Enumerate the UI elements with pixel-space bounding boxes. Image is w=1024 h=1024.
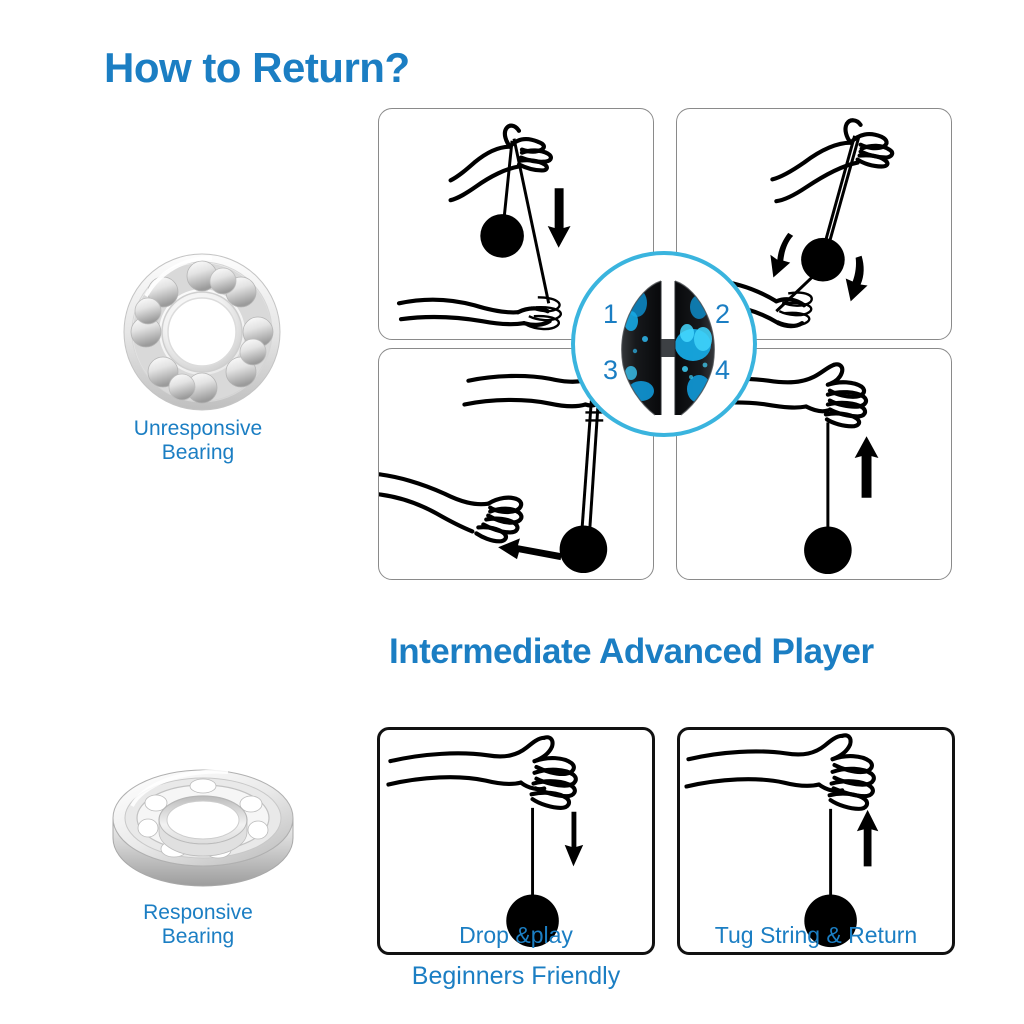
yoyo-butterfly-icon [621, 280, 715, 416]
center-yoyo-badge: 1 2 3 4 [571, 251, 757, 437]
ball-bearing-angled-icon [108, 748, 298, 900]
step-panel-4 [676, 348, 952, 580]
section-title-intermediate-advanced-player: Intermediate Advanced Player [389, 632, 874, 671]
beginner-panel-drop [377, 727, 655, 955]
bearing-label-line2: Bearing [161, 925, 235, 949]
hand-yoyo-pull-string-icon [379, 373, 608, 574]
hand-yoyo-throw-down-icon [396, 123, 571, 331]
caption-tug-string-return: Tug String & Return [714, 922, 918, 948]
badge-number-1: 1 [603, 299, 619, 329]
page-title: How to Return? [104, 44, 410, 91]
caption-drop-and-play: Drop &play [459, 922, 573, 948]
footer-note-beginners-friendly: Beginners Friendly [411, 962, 621, 990]
hand-yoyo-drop-icon [386, 735, 584, 948]
hand-yoyo-tug-icon [684, 733, 879, 948]
badge-number-2: 2 [715, 299, 731, 329]
bearing-label-line2: Bearing [161, 441, 235, 465]
hand-yoyo-spin-icon [677, 118, 895, 329]
ball-bearing-front-icon [112, 248, 292, 416]
bearing-label-unresponsive: Unresponsive Bearing [83, 417, 313, 465]
bearing-label-responsive: Responsive Bearing [83, 901, 313, 949]
bearing-label-line1: Unresponsive [133, 417, 263, 440]
bearing-label-line1: Responsive [143, 901, 253, 924]
badge-number-3: 3 [603, 355, 619, 385]
beginner-panel-tug [677, 727, 955, 955]
badge-number-4: 4 [715, 355, 731, 385]
